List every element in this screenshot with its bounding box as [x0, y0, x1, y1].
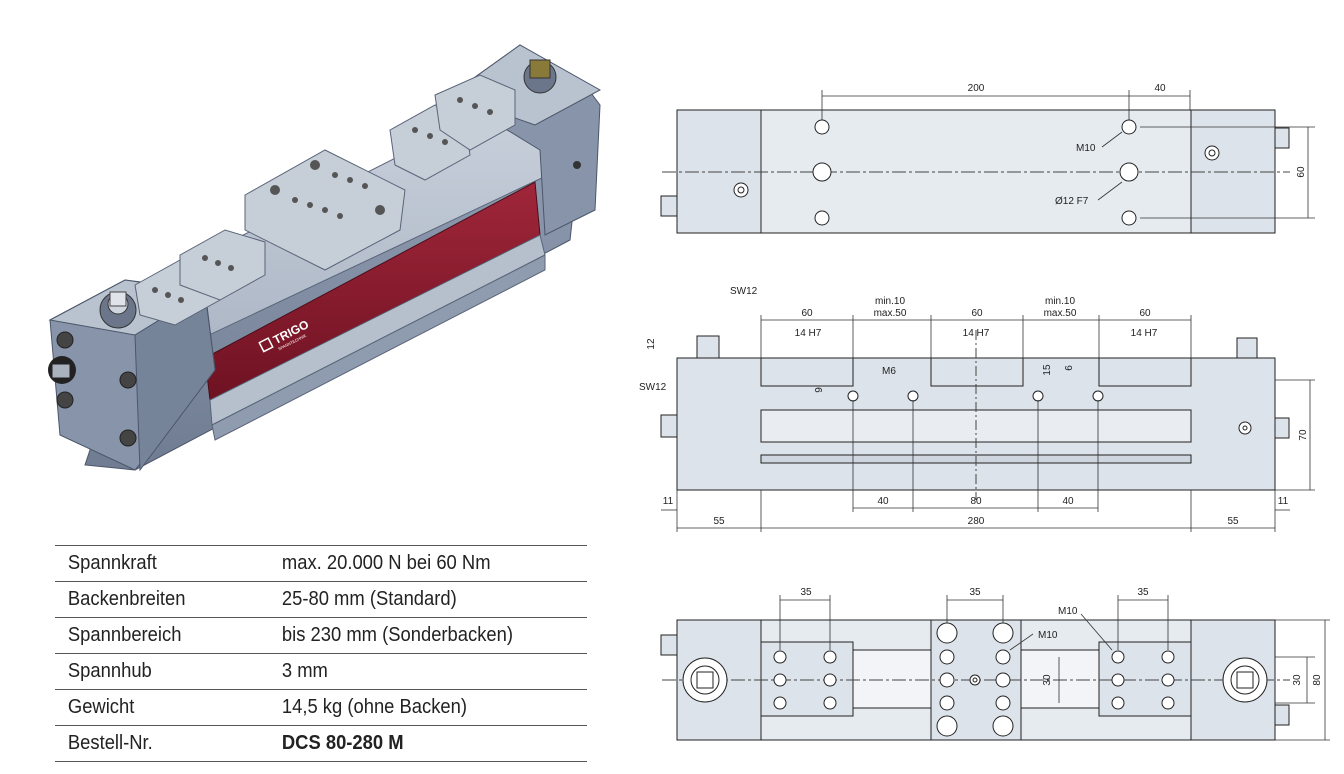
dim-80-outer: 80 — [1312, 674, 1323, 686]
dim-35-3: 35 — [1137, 587, 1149, 598]
label-m6: M6 — [882, 366, 896, 377]
jaw-width-3: 60 — [1139, 308, 1151, 319]
table-row: Gewicht 14,5 kg (ohne Backen) — [55, 689, 587, 726]
table-row: Backenbreiten 25-80 mm (Standard) — [55, 581, 587, 618]
jaw-width-2: 60 — [971, 308, 983, 319]
dim-6: 6 — [1064, 365, 1075, 371]
spec-label: Backenbreiten — [55, 581, 252, 618]
label-h7-2: 14 H7 — [963, 328, 990, 339]
dim-40-right: 40 — [1062, 496, 1074, 507]
spec-label: Spannbereich — [55, 617, 252, 654]
dim-280: 280 — [968, 516, 985, 527]
dim-11-right: 11 — [1278, 496, 1289, 507]
spec-table: Spannkraft max. 20.000 N bei 60 Nm Backen… — [55, 545, 587, 762]
spec-label: Spannkraft — [55, 545, 252, 582]
spec-label: Spannhub — [55, 653, 252, 690]
spec-value: 3 mm — [269, 653, 562, 690]
dim-35-2: 35 — [969, 587, 981, 598]
dim-12: 12 — [646, 338, 657, 350]
dim-11-left: 11 — [663, 496, 674, 507]
label-min10-1: min.10 — [875, 296, 905, 307]
table-row: Bestell-Nr. DCS 80-280 M — [55, 725, 587, 762]
table-row: Spannbereich bis 230 mm (Sonderbacken) — [55, 617, 587, 654]
dim-40: 40 — [1154, 83, 1166, 94]
spec-label: Gewicht — [55, 689, 252, 726]
label-bore: Ø12 F7 — [1055, 196, 1089, 207]
dim-35-1: 35 — [800, 587, 812, 598]
label-sw12-top: SW12 — [730, 286, 758, 297]
dim-40-left: 40 — [877, 496, 889, 507]
table-row: Spannhub 3 mm — [55, 653, 587, 690]
dim-200: 200 — [968, 83, 985, 94]
dim-15: 15 — [1042, 364, 1053, 376]
label-m10-a: M10 — [1058, 606, 1078, 617]
dim-55-right: 55 — [1227, 516, 1239, 527]
dim-60: 60 — [1296, 166, 1307, 178]
top-view-drawing: 200 40 M10 Ø12 F7 60 — [660, 83, 1315, 234]
spec-label: Bestell-Nr. — [55, 725, 252, 762]
spec-value: max. 20.000 N bei 60 Nm — [269, 545, 562, 582]
label-sw12-left: SW12 — [639, 382, 667, 393]
table-row: Spannkraft max. 20.000 N bei 60 Nm — [55, 545, 587, 582]
spec-value: 25-80 mm (Standard) — [269, 581, 562, 618]
label-h7-3: 14 H7 — [1131, 328, 1158, 339]
spec-value: 14,5 kg (ohne Backen) — [269, 689, 562, 726]
jaw-width-1: 60 — [801, 308, 813, 319]
dim-55-left: 55 — [713, 516, 725, 527]
dim-30-outer: 30 — [1292, 674, 1303, 686]
dim-30-inner: 30 — [1042, 674, 1053, 686]
label-max50-1: max.50 — [874, 308, 907, 319]
side-view-drawing: SW12 SW12 60 60 60 min.10 max.50 min.10 … — [639, 286, 1315, 532]
label-m10: M10 — [1076, 143, 1096, 154]
dim-80: 80 — [970, 496, 982, 507]
label-min10-2: min.10 — [1045, 296, 1075, 307]
label-h7-1: 14 H7 — [795, 328, 822, 339]
label-m10-b: M10 — [1038, 630, 1058, 641]
label-max50-2: max.50 — [1044, 308, 1077, 319]
order-number: DCS 80-280 M — [269, 725, 562, 762]
bottom-view-drawing: 35 35 35 M10 M10 30 30 80 — [660, 587, 1330, 741]
dim-9: 9 — [814, 387, 825, 393]
spec-value: bis 230 mm (Sonderbacken) — [269, 617, 562, 654]
dim-70: 70 — [1298, 429, 1309, 441]
product-photo: TRIGO SPANNTECHNIK — [48, 44, 602, 472]
